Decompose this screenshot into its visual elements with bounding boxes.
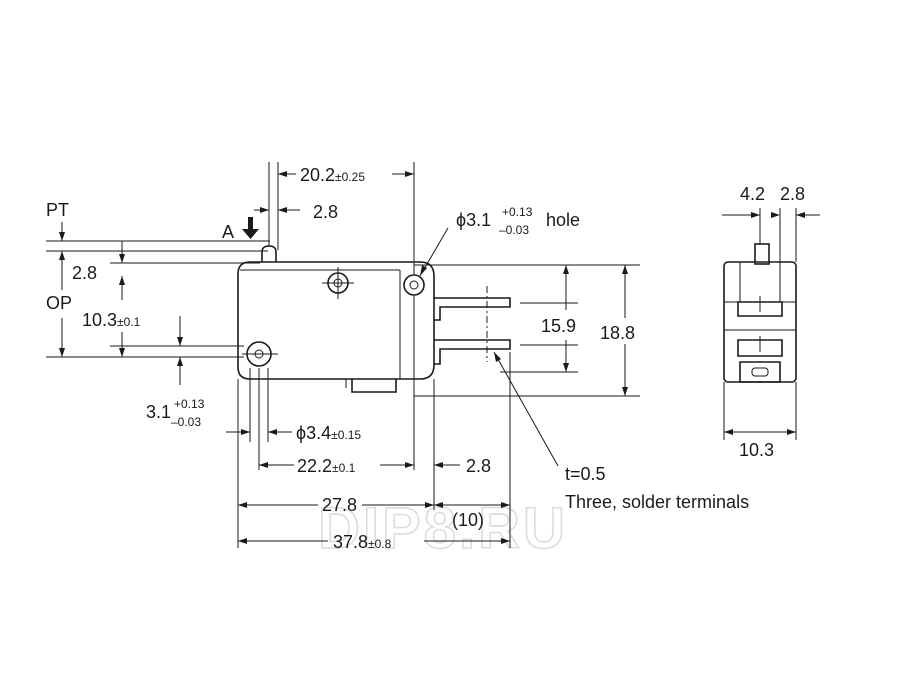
dim-roller-hole: 3.1 <box>146 402 171 422</box>
label-actuator: A <box>222 222 234 242</box>
dim-overall-length: 37.8±0.8 <box>333 532 392 552</box>
dim-side-a: 4.2 <box>740 184 765 204</box>
svg-text:hole: hole <box>546 210 580 230</box>
terminal-bottom <box>351 379 397 393</box>
terminal-upper <box>434 297 511 321</box>
dim-roller-dia: ϕ3.4±0.15 <box>296 423 361 443</box>
dim-lever-offset: 2.8 <box>313 202 338 222</box>
dim-op-height: 10.3±0.1 <box>82 310 141 330</box>
side-body <box>723 261 797 383</box>
dim-term-offset: 2.8 <box>466 456 491 476</box>
svg-text:–0.03: –0.03 <box>499 223 529 237</box>
dim-pt-travel: 2.8 <box>72 263 97 283</box>
dim-mount-hole: ϕ3.1 <box>456 210 491 230</box>
dim-body-length: 27.8 <box>322 495 357 515</box>
dim-body-height: 18.8 <box>600 323 635 343</box>
label-op: OP <box>46 293 72 313</box>
switch-body <box>237 261 435 380</box>
actuator-plunger <box>261 245 277 262</box>
label-terminals: Three, solder terminals <box>565 492 749 512</box>
label-pt: PT <box>46 200 69 220</box>
side-view: 4.2 2.8 10.3 <box>722 184 820 460</box>
label-thickness: t=0.5 <box>565 464 606 484</box>
dim-terminal-length: (10) <box>452 510 484 530</box>
mount-hole-right <box>403 274 425 296</box>
side-plunger <box>754 243 770 265</box>
dim-side-width: 10.3 <box>739 440 774 460</box>
terminal-lower <box>434 339 511 365</box>
front-dimensions: 20.2±0.25 2.8 A ϕ3.1 +0.13 –0.03 hole PT… <box>46 162 749 552</box>
svg-text:+0.13: +0.13 <box>174 397 205 411</box>
dim-side-b: 2.8 <box>780 184 805 204</box>
arrow-down-icon <box>242 217 259 239</box>
dim-top-span: 20.2±0.25 <box>300 165 365 185</box>
dim-hole-pitch: 22.2±0.1 <box>297 456 356 476</box>
front-view <box>237 245 511 393</box>
dim-term-pitch: 15.9 <box>541 316 576 336</box>
svg-text:+0.13: +0.13 <box>502 205 533 219</box>
svg-text:–0.03: –0.03 <box>171 415 201 429</box>
